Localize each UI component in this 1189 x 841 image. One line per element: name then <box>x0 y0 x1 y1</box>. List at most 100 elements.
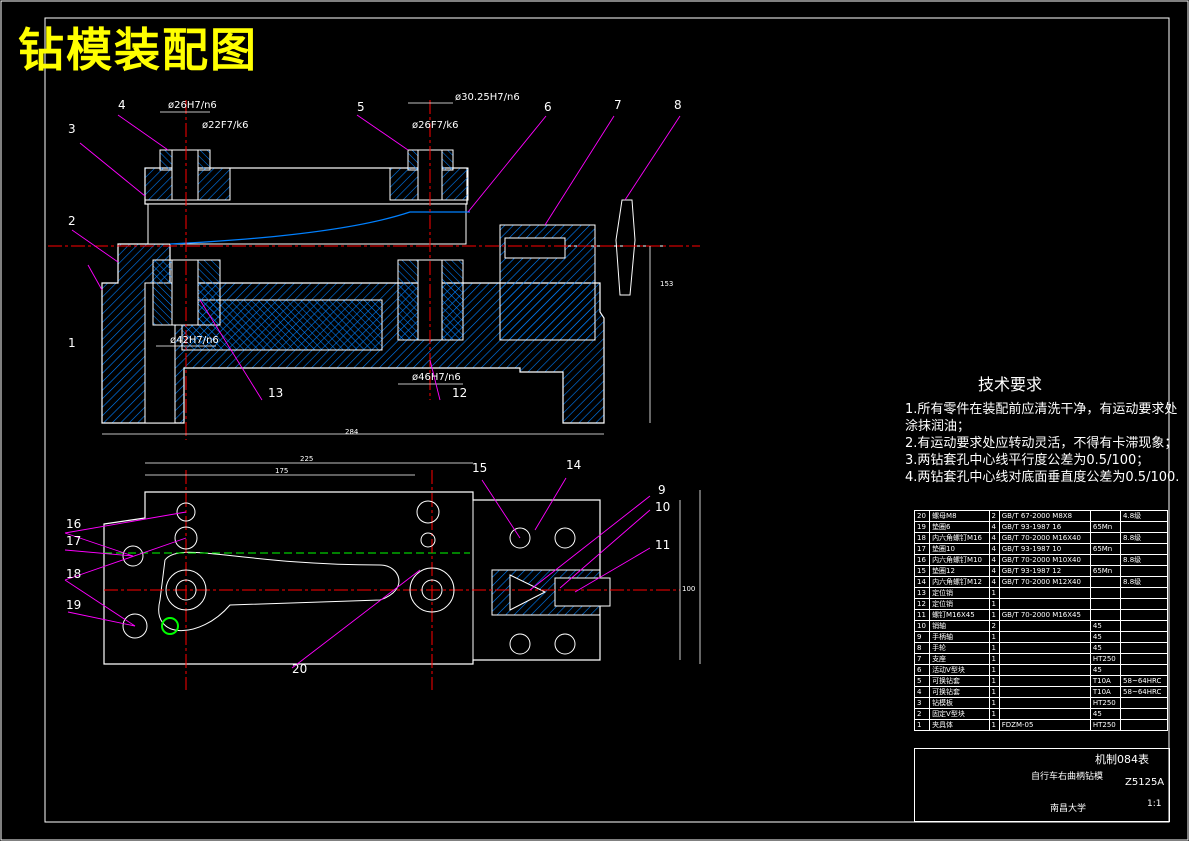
bom-cell: 8 <box>913 642 931 654</box>
bom-cell: 12 <box>913 598 931 610</box>
bom-cell: 4.8级 <box>1120 510 1168 522</box>
bom-cell: 16 <box>913 554 931 566</box>
bom-cell: 支座 <box>929 653 990 665</box>
bom-cell: 4 <box>988 576 1000 588</box>
bom-cell: 9 <box>913 631 931 643</box>
bom-cell <box>1120 620 1168 632</box>
bom-cell: 17 <box>913 543 931 555</box>
bom-cell: 7 <box>913 653 931 665</box>
tech-heading: 技术要求 <box>977 375 1042 394</box>
tech-item-2: 2.有运动要求处应转动灵活，不得有卡滞现象； <box>905 436 1178 451</box>
bom-cell: 可换钻套 <box>929 675 990 687</box>
bom-cell: 1 <box>988 598 1000 610</box>
part-label-15: 15 <box>472 461 488 475</box>
bom-cell: 13 <box>913 587 931 599</box>
bom-cell: 1 <box>988 697 1000 709</box>
bom-cell: 定位销 <box>929 598 990 610</box>
bom-cell: 65Mn <box>1089 565 1122 577</box>
title-block: 机制084表 自行车右曲柄钻模 Z5125A 南昌大学 1:1 <box>914 748 1170 822</box>
bom-cell <box>998 587 1091 599</box>
bom-cell: 垫圈12 <box>929 565 990 577</box>
bom-cell: HT250 <box>1089 719 1122 731</box>
part-label-11: 11 <box>655 538 671 552</box>
bom-cell: 2 <box>988 510 1000 522</box>
part-label-14: 14 <box>566 458 582 472</box>
bom-cell: 钻模板 <box>929 697 990 709</box>
bom-cell: 固定V型块 <box>929 708 990 720</box>
bom-cell: 18 <box>913 532 931 544</box>
bom-cell: HT250 <box>1089 697 1122 709</box>
bom-cell: 1 <box>988 609 1000 621</box>
bom-cell: 内六角螺钉M16 <box>929 532 990 544</box>
bom-cell: 1 <box>988 587 1000 599</box>
bom-cell <box>1120 664 1168 676</box>
bom-cell <box>1089 587 1122 599</box>
part-label-19: 19 <box>66 598 82 612</box>
bom-cell: 1 <box>988 675 1000 687</box>
dim-d1: ø26H7/n6 <box>168 100 217 111</box>
bom-cell: 45 <box>1089 664 1122 676</box>
bom-cell <box>1120 708 1168 720</box>
bom-cell: GB/T 70-2000 M16X40 <box>998 532 1091 544</box>
bom-cell: 19 <box>913 521 931 533</box>
bom-cell <box>1120 653 1168 665</box>
dim-plan-h: 100 <box>682 585 696 593</box>
tb-machine: Z5125A <box>1125 777 1165 788</box>
bom-cell: 8.8级 <box>1120 554 1168 566</box>
tech-item-1: 1.所有零件在装配前应清洗干净，有运动要求处涂抹润油； <box>905 402 1178 434</box>
part-label-4: 4 <box>118 98 126 112</box>
bom-cell: 8.8级 <box>1120 576 1168 588</box>
plan-view <box>103 462 701 690</box>
bom-cell <box>1120 609 1168 621</box>
bom-cell: 1 <box>988 719 1000 731</box>
inner-border <box>44 17 1170 823</box>
bom-cell <box>1120 543 1168 555</box>
bom-cell <box>1120 598 1168 610</box>
bom-cell <box>998 686 1091 698</box>
dim-d3: ø30.25H7/n6 <box>455 92 520 103</box>
bom-cell: 65Mn <box>1089 521 1122 533</box>
part-label-1: 1 <box>68 336 76 350</box>
bom-cell <box>1089 532 1122 544</box>
bom-cell: 1 <box>988 708 1000 720</box>
tb-scale: 1:1 <box>1147 799 1162 809</box>
bom-cell: 4 <box>988 521 1000 533</box>
bom-cell: 11 <box>913 609 931 621</box>
bom-cell: 内六角螺钉M10 <box>929 554 990 566</box>
bom-cell: 45 <box>1089 708 1122 720</box>
part-label-3: 3 <box>68 122 76 136</box>
bom-cell: 2 <box>988 620 1000 632</box>
bom-cell: 3 <box>913 697 931 709</box>
bom-cell: 14 <box>913 576 931 588</box>
bom-cell: 1 <box>988 686 1000 698</box>
bom-cell: GB/T 70-2000 M16X45 <box>998 609 1091 621</box>
tech-requirements: 技术要求 1.所有零件在装配前应清洗干净，有运动要求处涂抹润油； 2.有运动要求… <box>905 376 1189 486</box>
bom-cell: GB/T 67-2000 M8X8 <box>998 510 1091 522</box>
bom-cell: 4 <box>913 686 931 698</box>
part-label-20: 20 <box>292 662 308 676</box>
part-label-9: 9 <box>658 483 666 497</box>
bom-cell: HT250 <box>1089 653 1122 665</box>
dim-height-r: 153 <box>660 280 674 288</box>
dim-d6: ø46H7/n6 <box>412 372 461 383</box>
bom-cell <box>1089 576 1122 588</box>
bom-cell: T10A <box>1089 675 1122 687</box>
bom-cell: GB/T 70-2000 M10X40 <box>998 554 1091 566</box>
bom-cell <box>998 675 1091 687</box>
dim-top-a: 225 <box>300 455 314 463</box>
bom-cell: 可换钻套 <box>929 686 990 698</box>
bom-cell: 1 <box>988 642 1000 654</box>
bom-cell <box>998 664 1091 676</box>
